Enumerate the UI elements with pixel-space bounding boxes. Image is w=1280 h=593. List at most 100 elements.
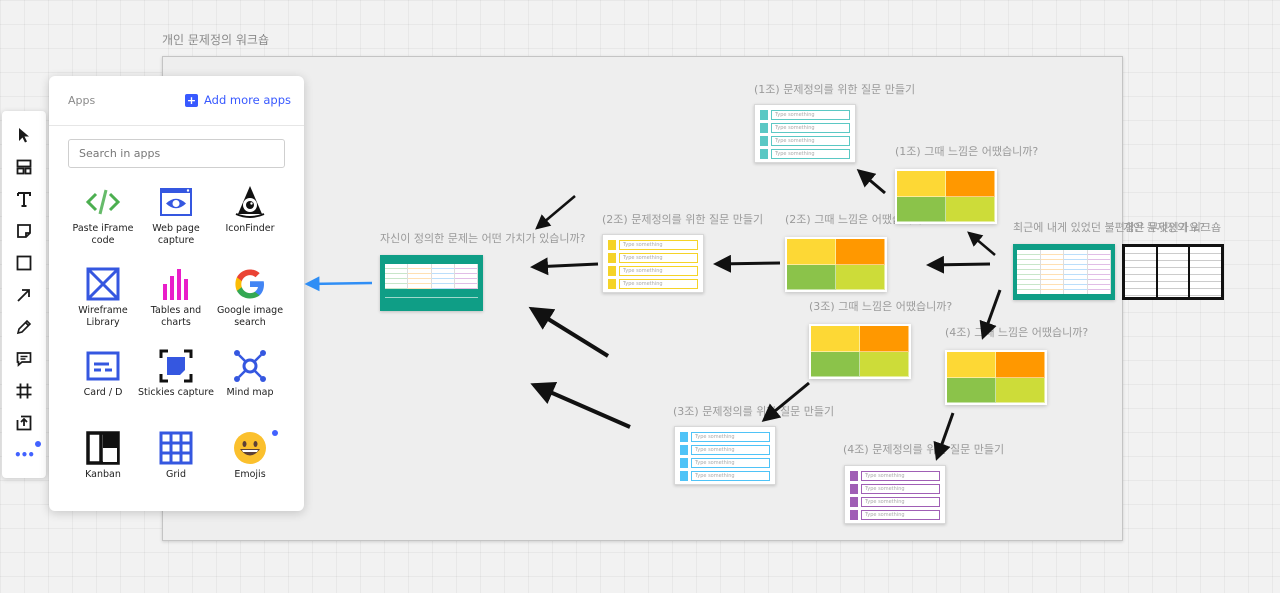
annotation-group2-question[interactable]: (2조) 문제정의를 위한 질문 만들기 [602, 213, 764, 226]
text-tool[interactable] [10, 186, 38, 212]
annotation-group4-feeling[interactable]: (4조) 그때 느낌은 어땠습니까? [945, 326, 1089, 339]
kanban-icon [86, 431, 120, 465]
card-text[interactable]: Type something [619, 239, 698, 250]
select-tool[interactable] [10, 122, 38, 148]
annotation-group3-question[interactable]: (3조) 문제정의를 위한 질문 만들기 [673, 405, 835, 418]
mind-map-icon [234, 350, 266, 382]
app-google-image-search[interactable]: Google image search [212, 266, 288, 336]
app-mind-map[interactable]: Mind map [212, 348, 288, 418]
question-cards-group4[interactable]: Type something Type something Type somet… [844, 465, 946, 524]
app-label: Card / D [83, 387, 123, 398]
add-more-apps-button[interactable]: + Add more apps [185, 93, 291, 107]
comment-tool[interactable] [10, 346, 38, 372]
app-stickies-capture[interactable]: Stickies capture [138, 348, 214, 418]
app-paste-iframe-code[interactable]: Paste iFrame code [65, 184, 141, 254]
connection-line-tool[interactable] [10, 282, 38, 308]
wireframe-icon [86, 267, 120, 301]
annotation-group2-feeling[interactable]: (2조) 그때 느낌은 어땠습니까? [785, 213, 929, 226]
card-text[interactable]: Type something [771, 122, 850, 133]
app-web-page-capture[interactable]: Web page capture [138, 184, 214, 254]
question-cards-group2[interactable]: Type something Type something Type somet… [602, 234, 704, 293]
app-emojis[interactable]: Emojis [212, 430, 288, 500]
app-label: Web page capture [152, 223, 200, 246]
app-label: Grid [166, 469, 186, 480]
app-tables-and-charts[interactable]: Tables and charts [138, 266, 214, 336]
app-label: Kanban [85, 469, 121, 480]
annotation-value[interactable]: 자신이 정의한 문제는 어떤 가치가 있습니까? [380, 232, 586, 245]
google-icon [235, 269, 264, 299]
card-text[interactable]: Type something [771, 148, 850, 159]
card-text[interactable]: Type something [619, 252, 698, 263]
app-label: Wireframe Library [78, 305, 128, 328]
pen-icon [16, 319, 32, 335]
frame-tool[interactable] [10, 378, 38, 404]
feeling-grid-group4[interactable] [945, 350, 1047, 405]
feeling-grid-group2[interactable] [785, 237, 887, 292]
workshop-board[interactable] [1122, 244, 1224, 300]
card-text[interactable]: Type something [861, 509, 940, 520]
card-text[interactable]: Type something [861, 496, 940, 507]
upload-icon [16, 415, 32, 431]
apps-search-input[interactable] [68, 139, 285, 168]
text-icon [17, 192, 31, 207]
annotation-group3-feeling[interactable]: (3조) 그때 느낌은 어땠습니까? [809, 300, 953, 313]
add-more-apps-label: Add more apps [204, 93, 292, 107]
card-text[interactable]: Type something [691, 457, 770, 468]
bar-chart-icon [163, 269, 188, 300]
square-icon [16, 255, 32, 271]
card-icon [86, 351, 120, 381]
card-text[interactable]: Type something [771, 135, 850, 146]
app-label: Emojis [234, 469, 266, 480]
notification-dot [35, 441, 41, 447]
stickies-capture-icon [159, 349, 193, 383]
notification-dot [272, 430, 278, 436]
plus-icon: + [185, 93, 198, 107]
feeling-grid-group3[interactable] [809, 324, 911, 379]
card-text[interactable]: Type something [691, 444, 770, 455]
app-grid[interactable]: Grid [138, 430, 214, 500]
workshop-frame[interactable] [162, 56, 1123, 541]
cursor-icon [19, 128, 29, 143]
divider [49, 125, 304, 126]
card-text[interactable]: Type something [861, 483, 940, 494]
upload-tool[interactable] [10, 410, 38, 436]
card-text[interactable]: Type something [771, 109, 850, 120]
app-kanban[interactable]: Kanban [65, 430, 141, 500]
arrow-icon [17, 289, 30, 302]
annotation-workshop[interactable]: 개인 문제정의 워크숍 [1123, 221, 1222, 234]
question-cards-group1[interactable]: Type something Type something Type somet… [754, 104, 856, 163]
comment-icon [16, 352, 32, 367]
card-text[interactable]: Type something [691, 431, 770, 442]
card-text[interactable]: Type something [619, 278, 698, 289]
app-label: Tables and charts [150, 305, 202, 328]
sticky-note-tool[interactable] [10, 218, 38, 244]
question-cards-group3[interactable]: Type something Type something Type somet… [674, 426, 776, 485]
frame-title: 개인 문제정의 워크숍 [162, 33, 269, 47]
annotation-recent-discomfort[interactable]: 최근에 내게 있었던 불편함은 무엇인가요? [1013, 221, 1205, 234]
frame-icon [16, 383, 32, 399]
card-text[interactable]: Type something [619, 265, 698, 276]
recent-discomfort-board[interactable] [1013, 244, 1115, 300]
emoji-icon [234, 432, 266, 464]
annotation-group1-feeling[interactable]: (1조) 그때 느낌은 어땠습니까? [895, 145, 1039, 158]
pen-tool[interactable] [10, 314, 38, 340]
left-toolbar: ••• [2, 111, 46, 478]
feeling-grid-group1[interactable] [895, 169, 997, 224]
app-label: Google image search [216, 305, 284, 328]
app-label: IconFinder [225, 223, 275, 234]
card-text[interactable]: Type something [861, 470, 940, 481]
app-iconfinder[interactable]: IconFinder [212, 184, 288, 254]
annotation-group1-question[interactable]: (1조) 문제정의를 위한 질문 만들기 [754, 83, 916, 96]
more-tools-button[interactable]: ••• [13, 448, 35, 462]
code-icon [85, 189, 121, 215]
templates-tool[interactable] [10, 154, 38, 180]
shape-tool[interactable] [10, 250, 38, 276]
app-card[interactable]: Card / D [65, 348, 141, 418]
value-board[interactable] [380, 255, 483, 311]
app-label: Paste iFrame code [72, 223, 134, 246]
apps-panel: Apps + Add more apps Paste iFrame code W… [49, 76, 304, 511]
app-wireframe-library[interactable]: Wireframe Library [65, 266, 141, 336]
annotation-group4-question[interactable]: (4조) 문제정의를 위한 질문 만들기 [843, 443, 1005, 456]
card-text[interactable]: Type something [691, 470, 770, 481]
app-label: Mind map [226, 387, 274, 398]
